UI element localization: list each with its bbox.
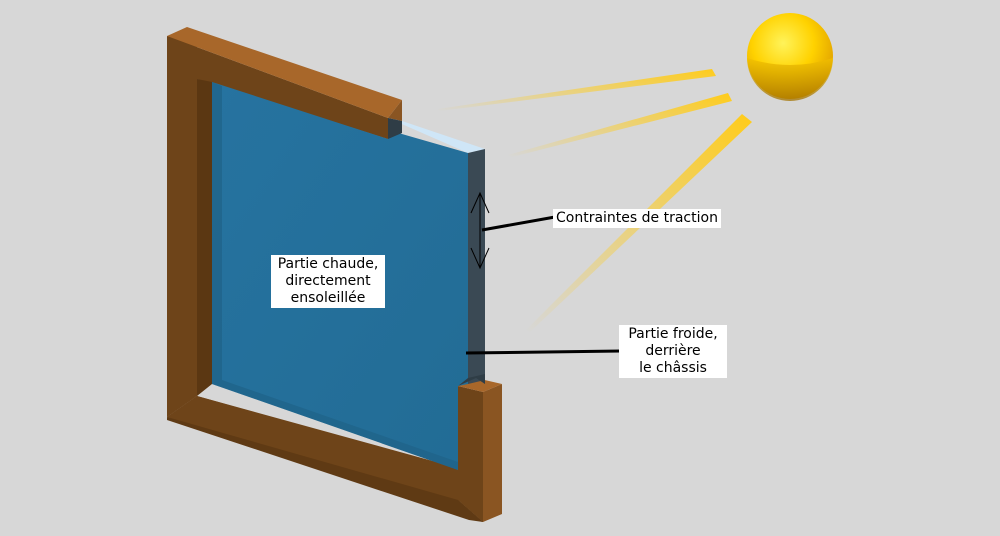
sun-rays [438,69,752,332]
tension-arrow-icon [470,191,490,270]
cold-part-leader-line [465,349,622,355]
window-frame [167,27,502,522]
sun-ray-1 [438,69,716,111]
tension-leader-line [481,215,556,232]
sun-icon [747,13,833,101]
sun-ray-2 [508,93,732,157]
leader-lines [465,215,622,355]
tensile-stress-label: Contraintes de traction [553,209,721,228]
cold-part-label: Partie froide, derrière le châssis [619,325,727,378]
hot-part-label: Partie chaude, directement ensoleillée [271,255,385,308]
